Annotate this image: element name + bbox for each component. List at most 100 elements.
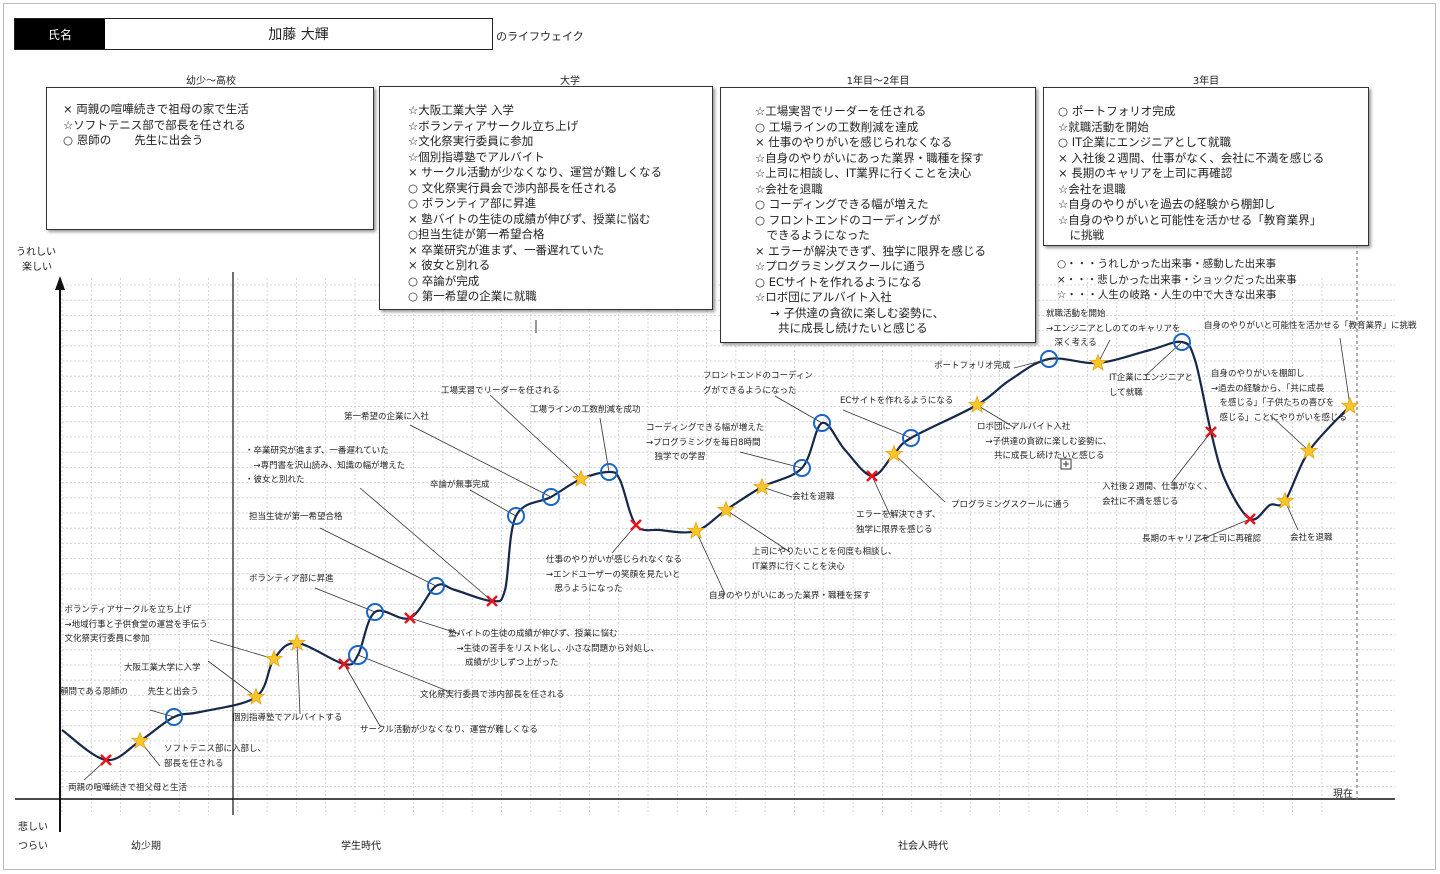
leader-line bbox=[209, 639, 275, 660]
happy-event-circle-icon bbox=[1040, 350, 1058, 368]
happy-event-circle-icon bbox=[348, 645, 368, 665]
event-label: 自身のやりがいにあった業界・職種を探す bbox=[709, 591, 871, 601]
legend: ○・・・うれしかった出来事・感動した出来事 ×・・・悲しかった出来事・ショックだ… bbox=[1057, 258, 1297, 301]
turning-point-star-icon bbox=[1275, 491, 1295, 509]
event-label: サークル活動が少なくなり、運営が難しくなる bbox=[360, 725, 538, 735]
leader-line bbox=[1013, 358, 1050, 369]
event-label: エラーを解決できず、 独学に限界を感じる bbox=[856, 510, 941, 535]
sad-event-cross-icon bbox=[1205, 426, 1217, 438]
sad-event-cross-icon bbox=[866, 470, 878, 482]
period-student: 学生時代 bbox=[341, 841, 381, 852]
leader-line bbox=[314, 587, 376, 613]
turning-point-star-icon bbox=[1299, 441, 1319, 459]
turning-point-star-icon bbox=[264, 649, 284, 667]
event-label: 就職活動を開始 →エンジニアとしのてのキャリアを 深く考える bbox=[1046, 309, 1181, 348]
turning-point-star-icon bbox=[571, 469, 591, 487]
name-bar: 氏名 加藤 大輝 bbox=[14, 18, 493, 50]
event-label: 担当生徒が第一希望合格 bbox=[249, 512, 343, 522]
turning-point-star-icon bbox=[967, 395, 987, 413]
event-label: 第一希望の企業に入社 bbox=[344, 412, 430, 422]
axis-label-happy: うれしい bbox=[16, 247, 56, 258]
happy-event-circle-icon bbox=[165, 708, 183, 726]
event-label: ボランティア部に昇進 bbox=[249, 574, 334, 584]
leader-line bbox=[1171, 431, 1212, 483]
sad-event-cross-icon bbox=[100, 754, 112, 766]
title-suffix: のライフウェイク bbox=[496, 30, 584, 43]
turning-point-star-icon bbox=[1340, 396, 1360, 414]
event-label: 上司にやりたいことを何度も相談し、 IT業界に行くことを決心 bbox=[752, 547, 897, 572]
turning-point-star-icon bbox=[246, 687, 266, 705]
event-label: 入社後２週間、仕事がなく、 会社に不満を感じる bbox=[1102, 482, 1213, 507]
event-label: 卒論が無事完成 bbox=[430, 480, 490, 490]
sad-event-cross-icon bbox=[486, 595, 498, 607]
happy-event-circle-icon bbox=[793, 459, 811, 477]
turning-point-star-icon bbox=[716, 500, 736, 518]
event-label: IT企業にエンジニアと して就職 bbox=[1109, 373, 1194, 398]
happy-event-circle-icon bbox=[813, 414, 831, 432]
leader-line bbox=[149, 709, 175, 718]
event-label: 長期のキャリアを上司に再確認 bbox=[1142, 534, 1262, 544]
event-label: 大阪工業大学に入学 bbox=[124, 663, 201, 673]
leader-line bbox=[871, 475, 891, 516]
leader-line bbox=[774, 395, 823, 424]
event-label: 会社を退職 bbox=[1290, 533, 1333, 543]
section-box-childhood: × 両親の喧嘩続きで祖母の家で生活 ☆ソフトテニス部で部長を任される ○ 恩師の… bbox=[46, 87, 374, 230]
axis-label-fun: 楽しい bbox=[22, 262, 52, 273]
event-label: 工場ラインの工数削減を成功 bbox=[530, 405, 641, 415]
turning-point-star-icon bbox=[130, 731, 150, 749]
section-title-year3: 3年目 bbox=[1192, 76, 1220, 87]
leader-line bbox=[725, 509, 791, 553]
happy-event-circle-icon bbox=[542, 488, 560, 506]
event-label: ポートフォリオ完成 bbox=[934, 361, 1011, 371]
turning-point-star-icon bbox=[1088, 353, 1108, 371]
leader-line bbox=[296, 642, 301, 715]
life-curve bbox=[61, 340, 1351, 762]
event-label: 文化祭実行委員で渉内部長を任される bbox=[420, 690, 565, 700]
event-label: ECサイトを作れるようになる bbox=[840, 396, 954, 406]
leader-line bbox=[739, 451, 803, 469]
leader-line bbox=[695, 530, 726, 595]
event-label: コーディングできる幅が増えた →プログラミングを毎日8時間 独学での学習 bbox=[646, 423, 765, 462]
section-title-year1-2: 1年目〜2年目 bbox=[846, 76, 910, 87]
event-label: 顧問である恩師の 先生と出会う bbox=[60, 687, 199, 697]
happy-event-circle-icon bbox=[902, 429, 920, 447]
name-value[interactable]: 加藤 大輝 bbox=[268, 27, 329, 43]
period-childhood: 幼少期 bbox=[131, 841, 161, 852]
event-label: 自身のやりがいを棚卸し →過去の経験から、「共に成長 を感じる」「子供たちの喜び… bbox=[1211, 369, 1348, 423]
page-frame bbox=[3, 3, 1436, 870]
event-label: 工場実習でリーダーを任される bbox=[441, 386, 561, 396]
event-label: ・ボランティアサークルを立ち上げ →地域行事と子供食堂の運営を手伝う ・文化祭実… bbox=[56, 605, 208, 644]
happy-event-circle-icon bbox=[366, 603, 384, 621]
event-label: 仕事のやりがいが感じられなくなる →エンドユーザーの笑顔を見たいと 思うようにな… bbox=[546, 555, 683, 594]
turning-point-star-icon bbox=[686, 521, 706, 539]
turning-point-star-icon bbox=[884, 444, 904, 462]
section-title-university: 大学 bbox=[560, 76, 580, 87]
plus-icon bbox=[1063, 461, 1069, 467]
event-label: 両親の喧嘩続きで祖父母と生活 bbox=[68, 783, 188, 793]
leader-line bbox=[489, 394, 582, 480]
leader-line bbox=[1339, 337, 1351, 407]
event-label: 自身のやりがいと可能性を活かせる「教育業界」に挑戦 bbox=[1204, 321, 1417, 331]
leader-line bbox=[359, 487, 493, 602]
axis-label-sad: 悲しい bbox=[18, 822, 48, 833]
leader-line bbox=[357, 654, 451, 693]
leader-line bbox=[976, 404, 1016, 429]
turning-point-star-icon bbox=[752, 477, 772, 495]
leader-line bbox=[599, 417, 610, 473]
happy-event-circle-icon bbox=[1173, 333, 1191, 351]
sad-event-cross-icon bbox=[1244, 513, 1256, 525]
y-axis-arrow-icon bbox=[55, 276, 65, 290]
leader-line bbox=[893, 453, 946, 503]
event-label: フロントエンドのコーディン グができるようになった bbox=[703, 371, 813, 396]
leader-line bbox=[842, 409, 912, 439]
event-label: 塾バイトの生徒の成績が伸びず、授業に悩む →生徒の苦手をリスト化し、小さな問題か… bbox=[448, 629, 660, 668]
leader-line bbox=[409, 617, 461, 635]
event-label: プログラミングスクールに通う bbox=[951, 500, 1071, 510]
event-label: ロボ団にアルバイト入社 →子供達の貪欲に楽しむ姿勢に、 共に成長し続けたいと感じ… bbox=[977, 422, 1112, 461]
section-box-year1-2: ☆工場実習でリーダーを任される ○ 工場ラインの工数削減を達成 × 仕事のやりが… bbox=[720, 87, 1036, 343]
sad-event-cross-icon bbox=[630, 519, 642, 531]
name-label: 氏名 bbox=[15, 19, 105, 49]
axis-label-now: 現在 bbox=[1333, 789, 1353, 800]
leader-line bbox=[409, 424, 552, 498]
leader-line bbox=[319, 527, 437, 587]
